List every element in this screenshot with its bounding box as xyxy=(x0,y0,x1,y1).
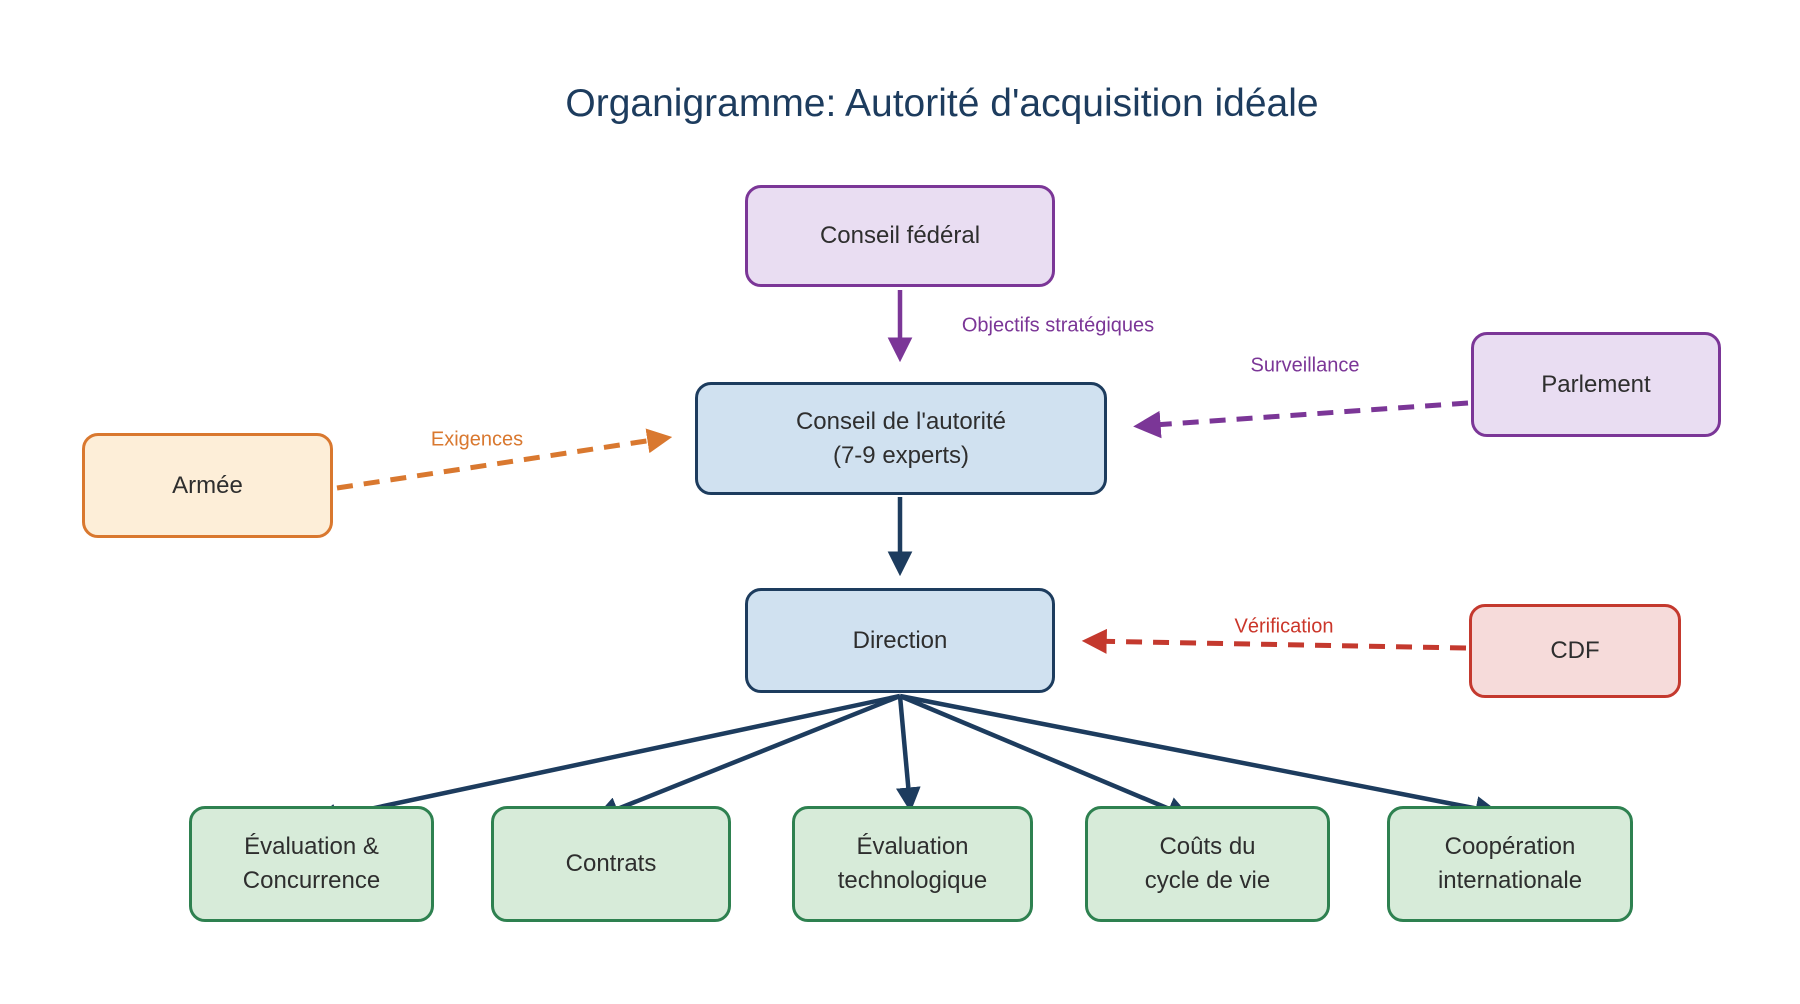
edge-verification-arrow xyxy=(1081,628,1467,654)
node-conseil-autorite-line2: (7-9 experts) xyxy=(832,441,970,469)
node-couts-cycle-vie-line1: Coûts du xyxy=(1159,833,1256,861)
chart-title: Organigramme: Autorité d'acquisition idé… xyxy=(565,82,1319,125)
node-evaluation-concurrence: Évaluation & Concurrence xyxy=(189,806,434,922)
node-evaluation-technologique-line2: technologique xyxy=(837,867,988,894)
edge-label-exigences: Exigences xyxy=(427,428,527,452)
node-conseil-autorite-line1: Conseil de l'autorité xyxy=(795,407,1007,435)
node-couts-cycle-vie-line2: cycle de vie xyxy=(1144,867,1271,894)
edge-label-verification: Vérification xyxy=(1231,615,1337,639)
node-direction: Direction xyxy=(745,588,1055,693)
edge-direction-to-evaluation-concurrence xyxy=(311,693,901,829)
node-evaluation-concurrence-line1: Évaluation & xyxy=(244,833,379,861)
node-parlement: Parlement xyxy=(1471,332,1721,437)
node-contrats: Contrats xyxy=(491,806,731,922)
node-conseil-federal: Conseil fédéral xyxy=(745,185,1055,287)
node-conseil-autorite: Conseil de l'autorité (7-9 experts) xyxy=(695,382,1107,495)
node-contrats-label: Contrats xyxy=(565,850,657,878)
node-evaluation-technologique-line1: Évaluation xyxy=(856,833,969,861)
edge-direction-to-cooperation-internationale xyxy=(899,693,1501,821)
edge-direction-to-evaluation-technologique xyxy=(895,695,921,813)
node-couts-cycle-vie: Coûts du cycle de vie xyxy=(1085,806,1330,922)
node-evaluation-technologique: Évaluation technologique xyxy=(792,806,1033,922)
edge-label-objectifs-strategiques: Objectifs stratégiques xyxy=(958,314,1158,338)
node-cooperation-internationale: Coopération internationale xyxy=(1387,806,1633,922)
node-cdf-label: CDF xyxy=(1550,637,1600,665)
edge-direction-to-couts-cycle-vie xyxy=(899,693,1192,821)
edge-surveillance-arrow xyxy=(1133,400,1469,439)
edge-label-surveillance: Surveillance xyxy=(1247,354,1363,378)
edge-exigences-arrow xyxy=(336,428,673,491)
node-armee: Armée xyxy=(82,433,333,538)
node-direction-label: Direction xyxy=(852,626,948,654)
edge-direction-to-contrats xyxy=(594,693,901,821)
node-armee-label: Armée xyxy=(172,471,243,499)
node-conseil-federal-label: Conseil fédéral xyxy=(819,222,981,250)
node-cooperation-internationale-line1: Coopération xyxy=(1444,833,1576,861)
node-parlement-label: Parlement xyxy=(1541,370,1651,398)
node-evaluation-concurrence-line2: Concurrence xyxy=(242,867,381,894)
node-cdf: CDF xyxy=(1469,604,1681,698)
node-cooperation-internationale-line2: internationale xyxy=(1437,867,1583,894)
